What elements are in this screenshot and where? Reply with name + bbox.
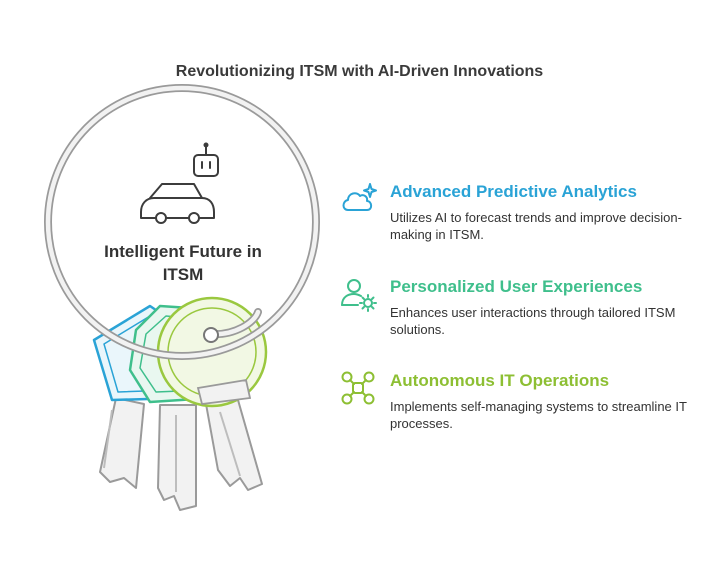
item-title: Advanced Predictive Analytics xyxy=(390,182,637,201)
robot-icon xyxy=(193,142,219,177)
drone-icon xyxy=(341,371,375,405)
car-icon xyxy=(140,183,215,224)
user-gear-icon xyxy=(341,279,377,312)
item-description: Implements self-managing systems to stre… xyxy=(390,399,687,431)
key-blades xyxy=(99,397,263,511)
item-title: Autonomous IT Operations xyxy=(390,371,610,390)
page-title: Revolutionizing ITSM with AI-Driven Inno… xyxy=(175,63,544,80)
item-title: Personalized User Experiences xyxy=(390,277,643,296)
item-description: Utilizes AI to forecast trends and impro… xyxy=(390,210,682,242)
key-ring xyxy=(44,84,320,360)
cloud-sparkle-icon xyxy=(342,183,377,211)
item-description: Enhances user interactions through tailo… xyxy=(390,305,676,337)
center-label: Intelligent Future in ITSM xyxy=(104,242,262,284)
